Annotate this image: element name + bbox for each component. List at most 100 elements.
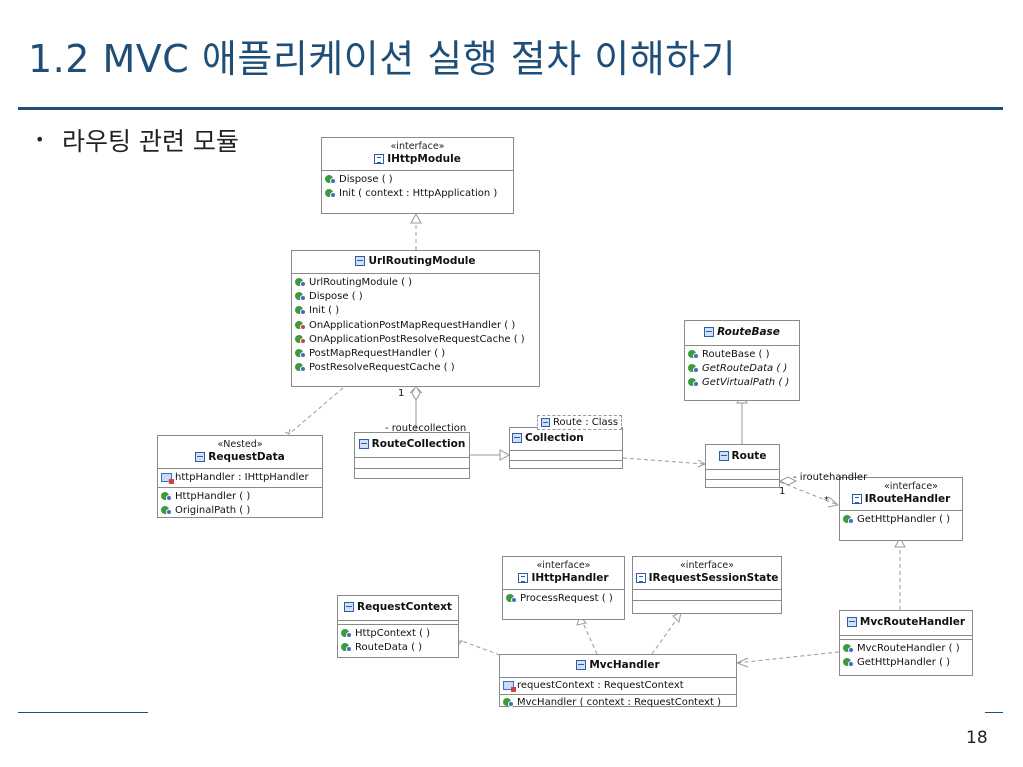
- ihttphandler-stereotype: «interface»: [536, 560, 591, 571]
- routecollection-role: - routecollection: [385, 423, 467, 434]
- private-field-icon: [503, 681, 516, 692]
- public-method-icon: [295, 291, 306, 302]
- bullet-marker: •: [35, 130, 45, 149]
- class-icon: [358, 439, 369, 449]
- method: GetHttpHandler ( ): [857, 514, 951, 525]
- mvchandler-name: MvcHandler: [589, 659, 660, 671]
- class-icon: [344, 602, 355, 612]
- method: Dispose ( ): [339, 174, 393, 185]
- routecollection-multiplicity: 1: [398, 388, 405, 399]
- method: HttpContext ( ): [355, 628, 431, 639]
- routebase-class: RouteBase RouteBase ( ) GetRouteData ( )…: [684, 320, 800, 401]
- collection-class: Collection: [509, 427, 623, 469]
- irequestsessionstate-stereotype: «interface»: [680, 560, 734, 571]
- public-method-icon: [295, 348, 306, 359]
- ihttpmodule-class: «interface» IHttpModule Dispose ( ) Init…: [321, 137, 514, 214]
- requestcontext-name: RequestContext: [357, 601, 452, 613]
- irequestsessionstate-name: IRequestSessionState: [648, 572, 779, 584]
- public-method-icon: [843, 657, 854, 668]
- method: Dispose ( ): [309, 291, 363, 303]
- collection-name: Collection: [525, 432, 584, 444]
- template-icon: [541, 418, 550, 427]
- public-method-icon: [843, 643, 854, 653]
- requestcontext-class: RequestContext HttpContext ( ) RouteData…: [337, 595, 459, 658]
- binding-text: Route : Class: [553, 417, 619, 428]
- method: OnApplicationPostMapRequestHandler ( ): [309, 319, 516, 331]
- class-icon: [355, 256, 366, 266]
- iroutehandler-stereotype: «interface»: [884, 481, 938, 492]
- method: PostMapRequestHandler ( ): [309, 348, 446, 360]
- class-icon: [704, 327, 715, 337]
- private-field-icon: [161, 473, 174, 484]
- method: OnApplicationPostResolveRequestCache ( ): [309, 333, 525, 345]
- ihttpmodule-stereotype: «interface»: [390, 141, 445, 152]
- iroutehandler-class: «interface» IRouteHandler GetHttpHandler…: [839, 477, 963, 541]
- irequestsessionstate-class: «interface» IRequestSessionState: [632, 556, 782, 614]
- method: RouteData ( ): [355, 642, 423, 654]
- class-icon: [576, 660, 587, 670]
- method: PostResolveRequestCache ( ): [309, 362, 455, 374]
- interface-icon: [518, 573, 529, 583]
- class-icon: [718, 451, 729, 461]
- public-method-icon: [161, 491, 172, 502]
- method: GetHttpHandler ( ): [857, 657, 951, 669]
- page-number: 18: [966, 728, 988, 748]
- bullet-text: 라우팅 관련 모듈: [62, 127, 239, 156]
- public-method-icon: [843, 514, 854, 524]
- class-icon: [195, 452, 206, 462]
- routecollection-name: RouteCollection: [371, 438, 466, 450]
- public-method-icon: [688, 377, 699, 388]
- route-multiplicity: 1: [779, 486, 786, 497]
- field: requestContext : RequestContext: [517, 680, 684, 691]
- private-method-icon: [295, 334, 306, 344]
- interface-icon: [851, 494, 862, 504]
- class-icon: [846, 617, 857, 627]
- route-class: Route: [705, 444, 780, 488]
- interface-icon: [374, 154, 385, 164]
- ihttphandler-name: IHttpHandler: [531, 572, 609, 584]
- route-name: Route: [731, 450, 767, 462]
- method: GetRouteData ( ): [702, 363, 788, 375]
- iroutehandler-multiplicity: *: [824, 495, 829, 506]
- collection-binding-label: Route : Class: [537, 415, 623, 430]
- method: RouteBase ( ): [702, 349, 770, 360]
- public-method-icon: [295, 362, 306, 373]
- routecollection-class: RouteCollection: [354, 432, 470, 479]
- public-method-icon: [295, 305, 306, 316]
- public-method-icon: [341, 628, 352, 638]
- public-method-icon: [161, 505, 172, 516]
- method: MvcRouteHandler ( ): [857, 643, 960, 654]
- urlroutingmodule-class: UrlRoutingModule UrlRoutingModule ( ) Di…: [291, 250, 540, 387]
- method: ProcessRequest ( ): [520, 593, 613, 604]
- routebase-name: RouteBase: [717, 326, 780, 338]
- public-method-icon: [325, 174, 336, 184]
- interface-icon: [635, 573, 646, 583]
- footer-rule-left: [18, 712, 148, 713]
- public-method-icon: [341, 642, 352, 653]
- slide-title: 1.2 MVC 애플리케이션 실행 절차 이해하기: [28, 37, 737, 81]
- public-method-icon: [325, 188, 336, 199]
- public-method-icon: [503, 697, 514, 708]
- method: MvcHandler ( context : RequestContext ): [517, 697, 721, 709]
- method: OriginalPath ( ): [175, 505, 251, 517]
- method: HttpHandler ( ): [175, 491, 251, 503]
- title-divider: [18, 107, 1003, 110]
- mvchandler-class: MvcHandler requestContext : RequestConte…: [499, 654, 737, 709]
- mvcroutehandler-class: MvcRouteHandler MvcRouteHandler ( ) GetH…: [839, 610, 973, 676]
- public-method-icon: [688, 349, 699, 359]
- requestdata-class: «Nested» RequestData httpHandler : IHttp…: [157, 435, 323, 518]
- ihttphandler-class: «interface» IHttpHandler ProcessRequest …: [502, 556, 625, 620]
- requestdata-stereotype: «Nested»: [217, 439, 263, 450]
- class-icon: [512, 433, 522, 443]
- urlroutingmodule-name: UrlRoutingModule: [368, 255, 476, 267]
- public-method-icon: [506, 593, 517, 603]
- public-method-icon: [688, 363, 699, 374]
- footer-rule-right: [985, 712, 1003, 713]
- method: Init ( ): [309, 305, 340, 317]
- field: httpHandler : IHttpHandler: [175, 472, 309, 483]
- iroutehandler-name: IRouteHandler: [864, 493, 951, 505]
- ihttpmodule-name: IHttpModule: [387, 153, 461, 165]
- method: Init ( context : HttpApplication ): [339, 188, 498, 200]
- public-method-icon: [295, 277, 306, 287]
